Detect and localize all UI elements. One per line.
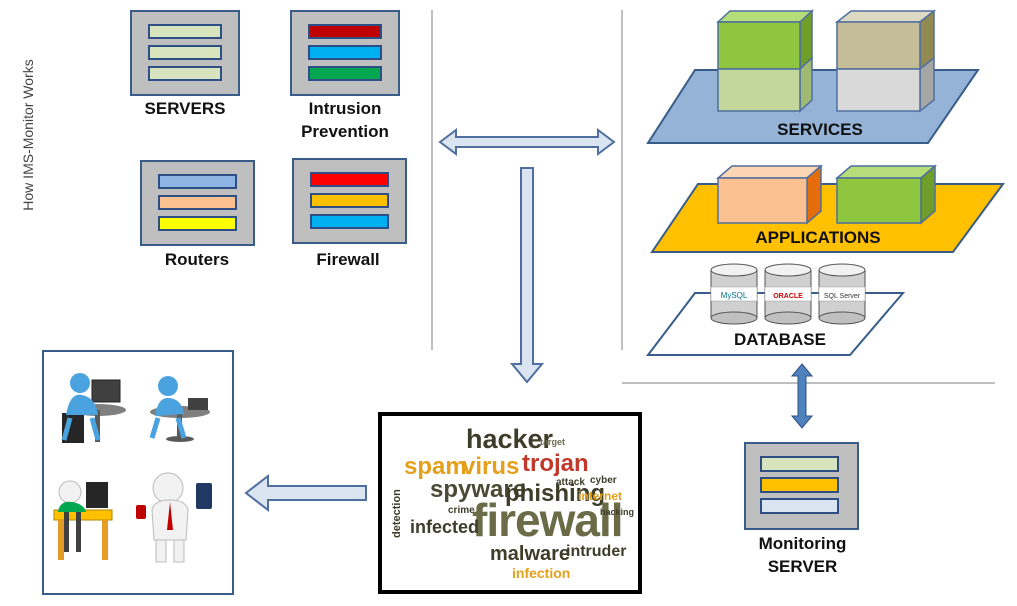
word-attack: attack — [556, 477, 585, 488]
users-panel-frame — [42, 350, 234, 595]
word-spam: spam — [404, 453, 467, 480]
router-bar-peach — [158, 195, 237, 210]
word-infected: infected — [410, 517, 480, 537]
server-bar-3 — [148, 66, 222, 81]
intrusion-bar-red — [308, 24, 382, 39]
monitoring-label-line2: SERVER — [767, 557, 838, 576]
word-malware: malware — [490, 543, 571, 565]
firewall-bar-red — [310, 172, 389, 187]
services-green-cube-top — [716, 9, 814, 71]
services-green-cube-bottom — [717, 56, 813, 113]
monitoring-label-line1: Monitoring — [758, 534, 847, 553]
user-desk-figure — [53, 480, 113, 560]
db-cylinder-mysql — [710, 263, 758, 325]
word-phishing: phishing — [505, 480, 605, 507]
routers-device — [140, 160, 255, 246]
routers-label: Routers — [164, 250, 230, 269]
word-hacking: hacking — [600, 507, 635, 517]
word-cloud-frame — [378, 412, 642, 594]
word-cyber: cyber — [590, 475, 617, 486]
word-infection: infection — [512, 565, 571, 581]
db-cylinder-sqlserver — [818, 263, 866, 325]
intrusion-bar-green — [308, 66, 382, 81]
server-bar-1 — [148, 24, 222, 39]
server-bar-2 — [148, 45, 222, 60]
db-label-sqlserver: SQL Server — [824, 293, 861, 300]
db-label-oracle: ORACLE — [773, 293, 803, 300]
word-crime: crime — [448, 505, 475, 516]
db-label-mysql: MySQL — [721, 291, 748, 300]
word-spyware: spyware — [430, 476, 527, 503]
user-desktop-figure — [61, 373, 126, 443]
word-detection: detection — [391, 489, 403, 538]
double-arrow-vertical — [790, 363, 814, 429]
double-arrow-horizontal — [438, 128, 616, 156]
intrusion-label-line2: Prevention — [301, 122, 389, 141]
word-target: target — [540, 437, 566, 447]
word-virus: virus — [462, 453, 520, 480]
firewall-device — [292, 158, 407, 244]
services-tan-cube-top — [834, 9, 937, 71]
user-laptop-figure — [149, 376, 210, 442]
router-bar-blue — [158, 174, 237, 189]
word-trojan: trojan — [522, 450, 589, 477]
applications-label: APPLICATIONS — [755, 228, 881, 247]
down-arrow — [509, 167, 545, 384]
applications-peach-cube — [715, 164, 824, 225]
applications-green-cube — [834, 164, 938, 225]
db-cylinder-oracle — [764, 263, 812, 325]
services-gray-cube-bottom — [836, 56, 935, 113]
word-intruder: intruder — [566, 543, 627, 560]
database-label: DATABASE — [734, 330, 826, 349]
firewall-label: Firewall — [316, 250, 380, 269]
word-hacker: hacker — [466, 424, 554, 454]
intrusion-bar-blue — [308, 45, 382, 60]
word-internet: internet — [578, 489, 623, 503]
intrusion-prevention-device — [290, 10, 400, 96]
word-firewall: firewall — [472, 494, 624, 546]
monitoring-bar-orange — [760, 477, 839, 493]
intrusion-label-line1: Intrusion — [308, 99, 382, 118]
firewall-bar-orange — [310, 193, 389, 208]
left-arrow — [244, 473, 367, 513]
services-label: SERVICES — [777, 120, 863, 139]
user-tablet-figure — [136, 472, 212, 563]
firewall-bar-blue — [310, 214, 389, 229]
servers-label: SERVERS — [144, 99, 226, 118]
servers-device — [130, 10, 240, 96]
router-bar-yellow — [158, 216, 237, 231]
monitoring-bar-green — [760, 456, 839, 472]
monitoring-bar-blue — [760, 498, 839, 514]
